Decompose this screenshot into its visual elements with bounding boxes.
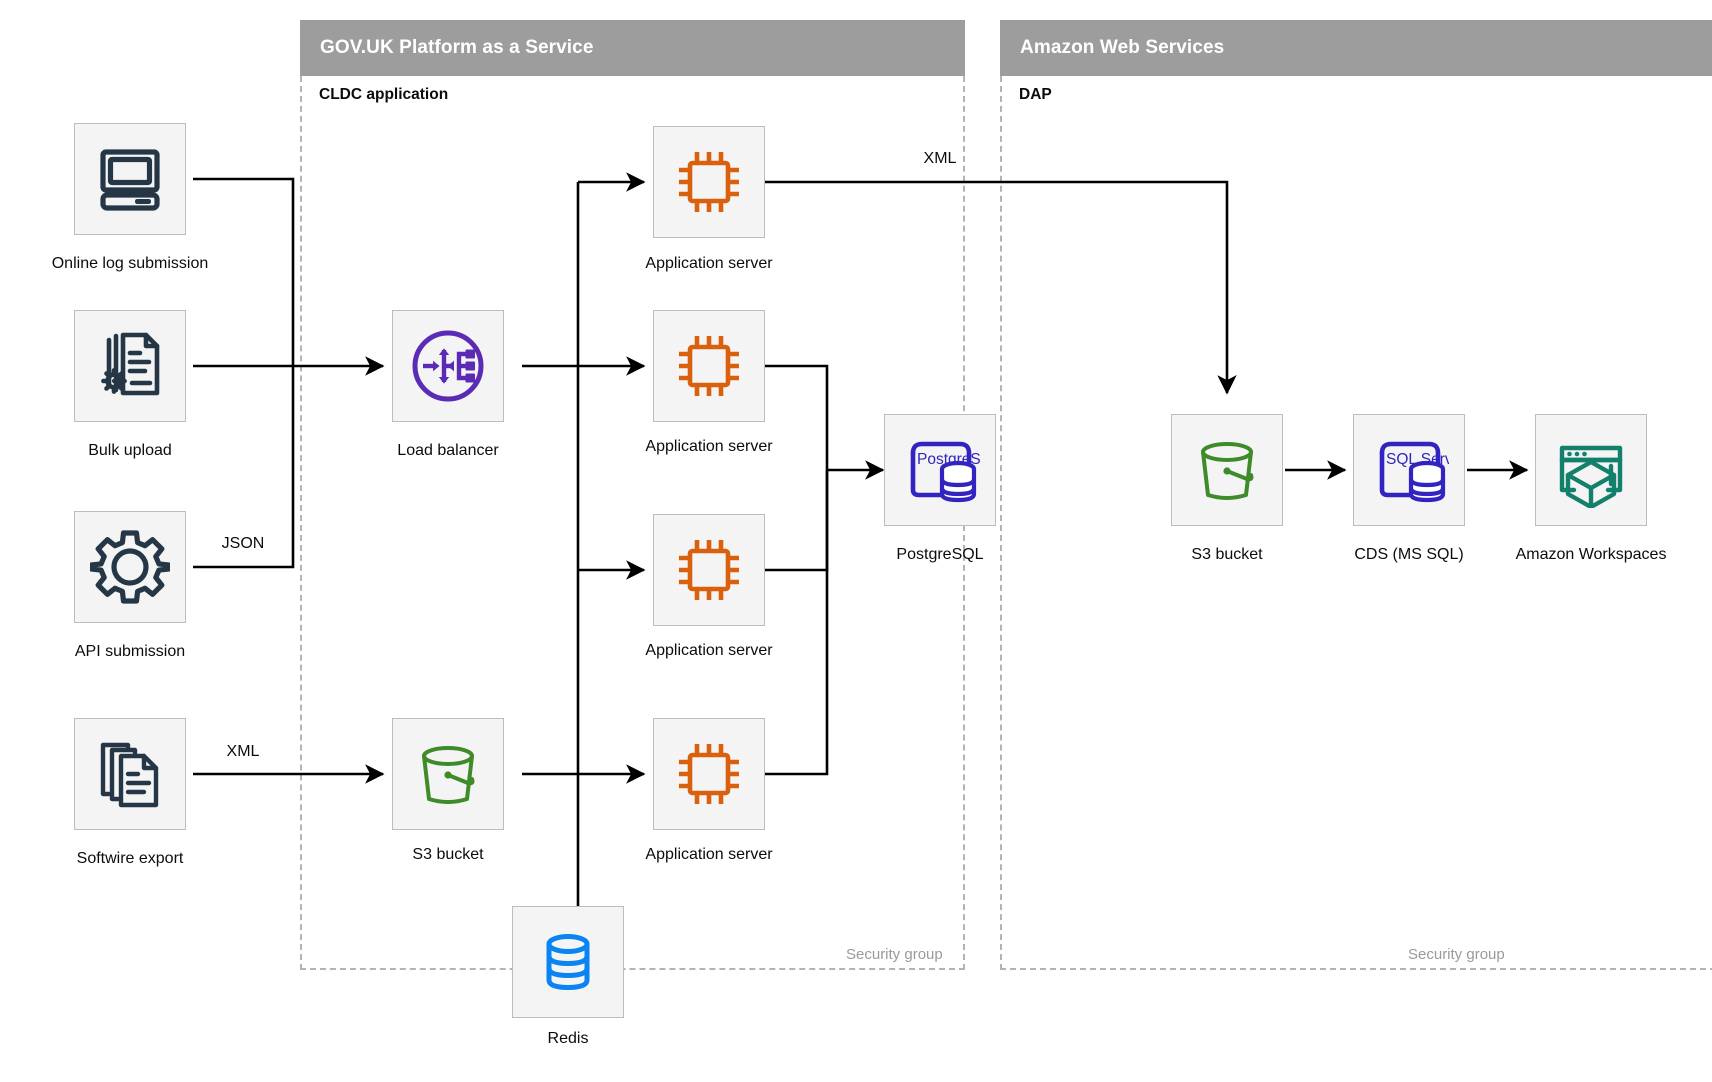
node-api-submission[interactable] [74,511,186,623]
node-label-app-server-1: Application server [645,255,773,272]
node-app-server-2[interactable] [653,310,765,422]
node-softwire-export[interactable] [74,718,186,830]
node-app-server-4[interactable] [653,718,765,830]
desktop-computer-icon [92,141,168,217]
node-s3-bucket-aws[interactable] [1171,414,1283,526]
node-label-app-server-3: Application server [645,642,773,659]
edge-label-xml-softwire: XML [222,743,264,761]
sub-label-cldc-application: CLDC application [319,86,449,103]
bucket-icon [410,736,486,812]
edge-label-xml-aws: XML [919,150,961,168]
group-header-paas: GOV.UK Platform as a Service [300,20,965,76]
node-label-load-balancer: Load balancer [397,442,499,459]
node-load-balancer[interactable] [392,310,504,422]
group-header-paas-title: GOV.UK Platform as a Service [320,37,594,58]
cpu-chip-icon [671,328,747,404]
node-label-online-log-submission: Online log submission [51,255,209,272]
node-postgresql[interactable]: PostgreSQL [884,414,996,526]
node-label-s3-bucket-aws: S3 bucket [1191,546,1263,563]
node-label-cds-ms-sql: CDS (MS SQL) [1354,546,1464,563]
node-online-log-submission[interactable] [74,123,186,235]
bucket-icon [1189,432,1265,508]
group-header-aws: Amazon Web Services [1000,20,1712,76]
node-cds-ms-sql[interactable]: SQL Server [1353,414,1465,526]
node-label-postgresql: PostgreSQL [896,546,984,563]
cpu-chip-icon [671,532,747,608]
document-gear-icon [92,328,168,404]
node-label-bulk-upload: Bulk upload [88,442,172,459]
group-header-aws-title: Amazon Web Services [1020,37,1225,58]
node-label-api-submission: API submission [74,643,186,660]
node-amazon-workspaces[interactable] [1535,414,1647,526]
node-redis[interactable] [512,906,624,1018]
node-label-app-server-4: Application server [645,846,773,863]
document-stack-icon [92,736,168,812]
sub-label-dap: DAP [1019,86,1052,103]
node-label-redis: Redis [547,1030,589,1047]
load-balancer-icon [406,324,490,408]
database-cylinder-icon [533,927,603,997]
edge-label-json: JSON [217,535,269,553]
security-group-label-aws: Security group [1408,946,1505,963]
node-bulk-upload[interactable] [74,310,186,422]
postgresql-icon: PostgreSQL [900,432,980,508]
cpu-chip-icon [671,144,747,220]
security-group-box-paas [300,76,965,970]
node-label-amazon-workspaces: Amazon Workspaces [1515,546,1667,563]
security-group-label-paas: Security group [846,946,943,963]
gear-icon [90,527,170,607]
security-group-box-aws [1000,76,1712,970]
node-app-server-3[interactable] [653,514,765,626]
node-s3-bucket-paas[interactable] [392,718,504,830]
node-app-server-1[interactable] [653,126,765,238]
workspaces-cube-icon [1552,432,1630,508]
node-label-softwire-export: Softwire export [76,850,184,867]
cpu-chip-icon [671,736,747,812]
node-label-app-server-2: Application server [645,438,773,455]
node-label-s3-bucket-paas: S3 bucket [412,846,484,863]
sql-server-icon: SQL Server [1369,432,1449,508]
